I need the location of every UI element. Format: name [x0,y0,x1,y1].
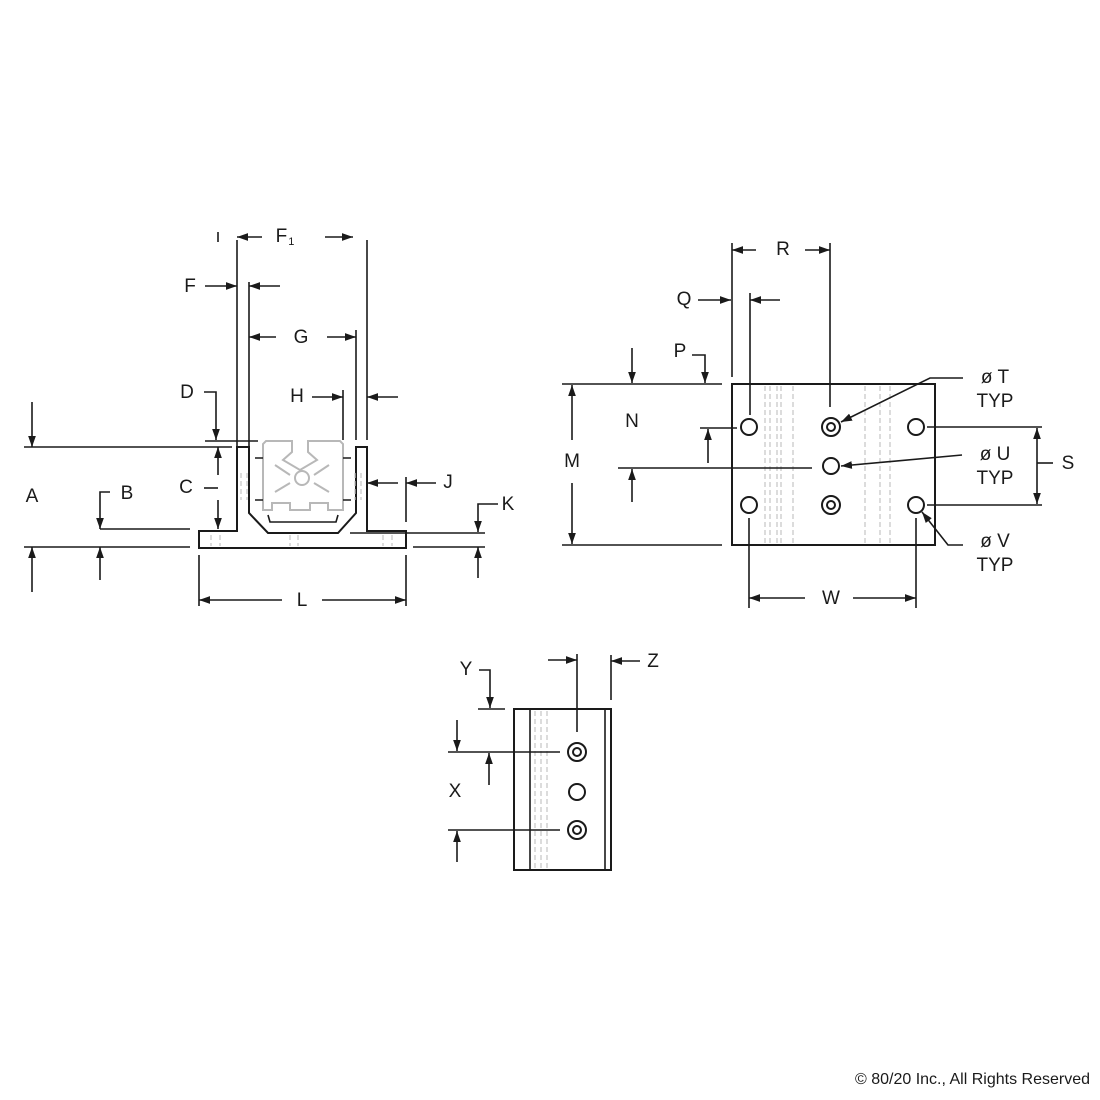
dimension-h: H [290,386,398,440]
svg-text:ø V: ø V [980,531,1010,552]
hole-v [740,496,758,514]
label-n: N [625,411,639,432]
dimension-p: P [562,341,722,385]
dimension-b: B [96,483,190,580]
dimension-q: Q [677,289,780,415]
dimension-x: X [448,720,560,862]
hole-v [907,418,925,436]
hole-u [822,457,840,475]
dimension-c: C [179,447,222,529]
hole-v [740,418,758,436]
label-a: A [26,486,39,507]
label-m: M [564,451,580,472]
label-b: B [121,483,134,504]
dimension-z: Z [548,651,659,732]
callout-t: ø T TYP [840,367,1014,423]
label-s: S [1062,453,1075,474]
label-d: D [180,382,194,403]
dimension-m: M [562,385,722,546]
holes [740,417,925,515]
top-view: R Q P N M [562,239,1074,609]
dimension-n: N [618,411,812,502]
dimension-l: L [198,555,407,611]
svg-text:ø T: ø T [981,367,1010,388]
label-k: K [502,494,515,515]
label-f: F [184,276,196,297]
label-r: R [776,239,790,260]
dimension-g: G [249,327,357,440]
label-z: Z [647,651,659,672]
dimension-j: J [367,472,453,522]
label-j: J [443,472,453,493]
dimension-k: K [350,494,515,578]
label-h: H [290,386,304,407]
side-view: Y Z X [448,651,659,871]
label-f1: F1 [276,226,295,248]
dimension-w: W [748,518,917,609]
hole-v [907,496,925,514]
callout-v: ø V TYP [921,511,1014,576]
extrusion-profile [255,440,351,523]
side-outline [513,708,612,871]
bracket-outline [198,446,407,549]
svg-text:TYP: TYP [977,555,1014,576]
dimension-f: F [184,276,280,447]
label-p: P [674,341,687,362]
holes [567,742,587,840]
dimension-a: A [24,402,232,592]
svg-text:ø U: ø U [980,444,1011,465]
label-x: X [449,781,462,802]
svg-text:TYP: TYP [977,468,1014,489]
dimension-d: D [180,382,258,442]
label-w: W [822,588,840,609]
front-view: F1 F G H D [24,226,515,611]
dimension-f1: F1 [217,226,368,447]
callout-u: ø U TYP [840,444,1014,489]
copyright-notice: © 80/20 Inc., All Rights Reserved [854,1071,1090,1088]
svg-text:TYP: TYP [977,391,1014,412]
label-c: C [179,477,193,498]
label-q: Q [677,289,692,310]
label-g: G [294,327,309,348]
dimension-r: R [731,239,831,407]
dimension-y: Y [460,659,505,710]
label-l: L [297,590,308,611]
label-y: Y [460,659,473,680]
dimension-s: S [927,426,1075,506]
